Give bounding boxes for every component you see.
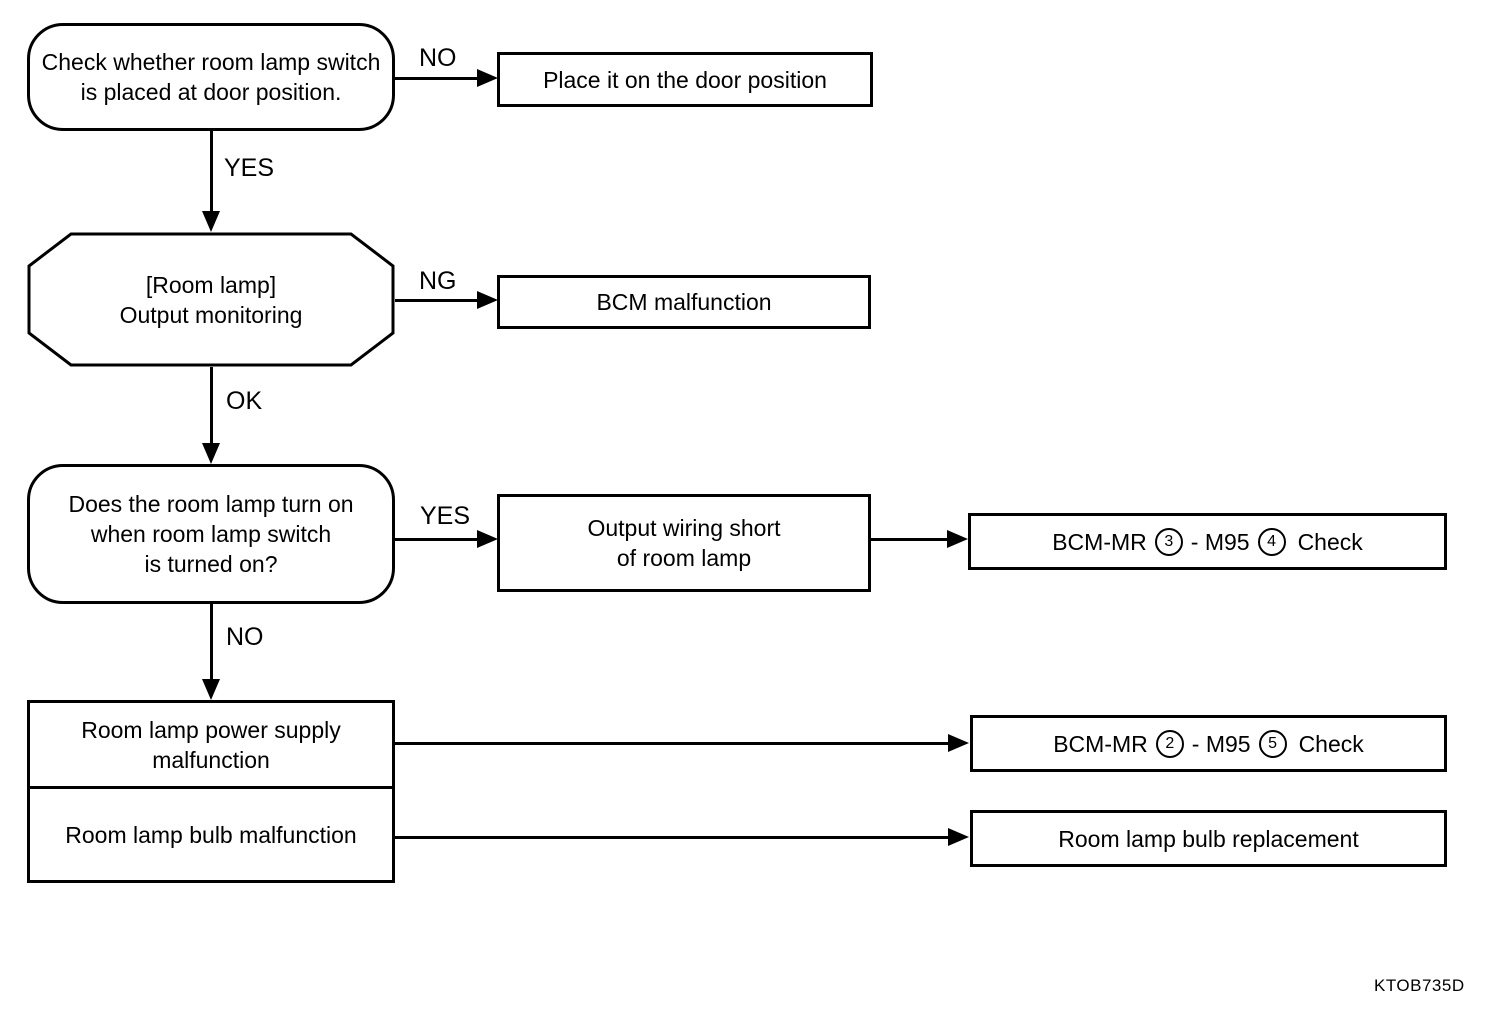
connector-power-to-check-line bbox=[395, 742, 950, 745]
node-text-line: Check whether room lamp switch bbox=[41, 49, 381, 75]
node-bulb-malfunction: Room lamp bulb malfunction bbox=[27, 786, 395, 883]
arrowhead-right-icon bbox=[477, 69, 498, 87]
check-text-segment: Check bbox=[1297, 528, 1363, 555]
arrowhead-right-icon bbox=[947, 530, 968, 548]
node-text-line: when room lamp switch bbox=[90, 521, 332, 547]
check-text-segment: BCM-MR bbox=[1053, 730, 1148, 757]
connector-ng-line bbox=[395, 299, 479, 302]
node-text-line: Room lamp bulb malfunction bbox=[65, 821, 357, 848]
check-text-segment: - M95 bbox=[1191, 730, 1251, 757]
node-text-line: of room lamp bbox=[616, 545, 752, 571]
circled-number: 2 bbox=[1155, 729, 1184, 758]
connector-yes-top-line bbox=[210, 131, 213, 213]
edge-label-yes-mid: YES bbox=[420, 502, 471, 530]
node-text-line: Room lamp power supply bbox=[81, 716, 341, 743]
node-room-lamp-output-monitoring: [Room lamp] Output monitoring bbox=[27, 232, 395, 367]
arrowhead-right-icon bbox=[477, 291, 498, 309]
node-text-line: Place it on the door position bbox=[543, 66, 827, 93]
circled-number: 3 bbox=[1154, 527, 1183, 556]
node-text-line: Does the room lamp turn on bbox=[68, 491, 354, 517]
node-bulb-replacement: Room lamp bulb replacement bbox=[970, 810, 1447, 867]
arrowhead-right-icon bbox=[477, 530, 498, 548]
figure-code: KTOB735D bbox=[1374, 976, 1465, 995]
node-text-line: is placed at door position. bbox=[80, 79, 342, 105]
arrowhead-right-icon bbox=[948, 734, 969, 752]
connector-yes-mid-line bbox=[395, 538, 479, 541]
arrowhead-down-icon bbox=[202, 211, 220, 232]
node-text-line: Room lamp bulb replacement bbox=[1058, 825, 1359, 852]
connector-ok-line bbox=[210, 367, 213, 445]
node-text-line: Output wiring short bbox=[587, 515, 781, 541]
edge-label-no-mid: NO bbox=[226, 623, 264, 651]
connector-bulb-to-replacement-line bbox=[395, 836, 950, 839]
node-text-line: BCM malfunction bbox=[596, 289, 772, 315]
node-output-wiring-short: Output wiring short of room lamp bbox=[497, 494, 871, 592]
node-text-line: Output monitoring bbox=[119, 301, 303, 328]
arrowhead-down-icon bbox=[202, 443, 220, 464]
node-text-line: malfunction bbox=[152, 746, 270, 773]
node-bcm-mr-check-top: BCM-MR 3 - M95 4 Check bbox=[968, 513, 1447, 570]
arrowhead-right-icon bbox=[948, 828, 969, 846]
node-does-lamp-turn-on: Does the room lamp turn on when room lam… bbox=[27, 464, 395, 604]
circled-number: 4 bbox=[1257, 527, 1286, 556]
edge-label-ok: OK bbox=[226, 387, 263, 415]
octagon-shape bbox=[27, 232, 395, 367]
check-text-segment: BCM-MR bbox=[1052, 528, 1147, 555]
connector-no-mid-line bbox=[210, 604, 213, 681]
node-text-line: [Room lamp] bbox=[145, 271, 277, 298]
check-text-segment: - M95 bbox=[1190, 528, 1250, 555]
check-text-segment: Check bbox=[1298, 730, 1364, 757]
node-bcm-malfunction: BCM malfunction bbox=[497, 275, 871, 329]
node-text-line: is turned on? bbox=[144, 551, 278, 577]
edge-label-no-top: NO bbox=[419, 44, 457, 72]
node-power-supply-malfunction: Room lamp power supply malfunction bbox=[27, 700, 395, 789]
circled-number: 5 bbox=[1258, 729, 1287, 758]
arrowhead-down-icon bbox=[202, 679, 220, 700]
node-bcm-mr-check-bottom: BCM-MR 2 - M95 5 Check bbox=[970, 715, 1447, 772]
connector-wiring-to-check-line bbox=[871, 538, 949, 541]
node-check-room-lamp-switch: Check whether room lamp switch is placed… bbox=[27, 23, 395, 131]
connector-no-top-line bbox=[395, 77, 479, 80]
edge-label-ng: NG bbox=[419, 267, 457, 295]
node-place-door-position: Place it on the door position bbox=[497, 52, 873, 107]
edge-label-yes-top: YES bbox=[224, 154, 275, 182]
